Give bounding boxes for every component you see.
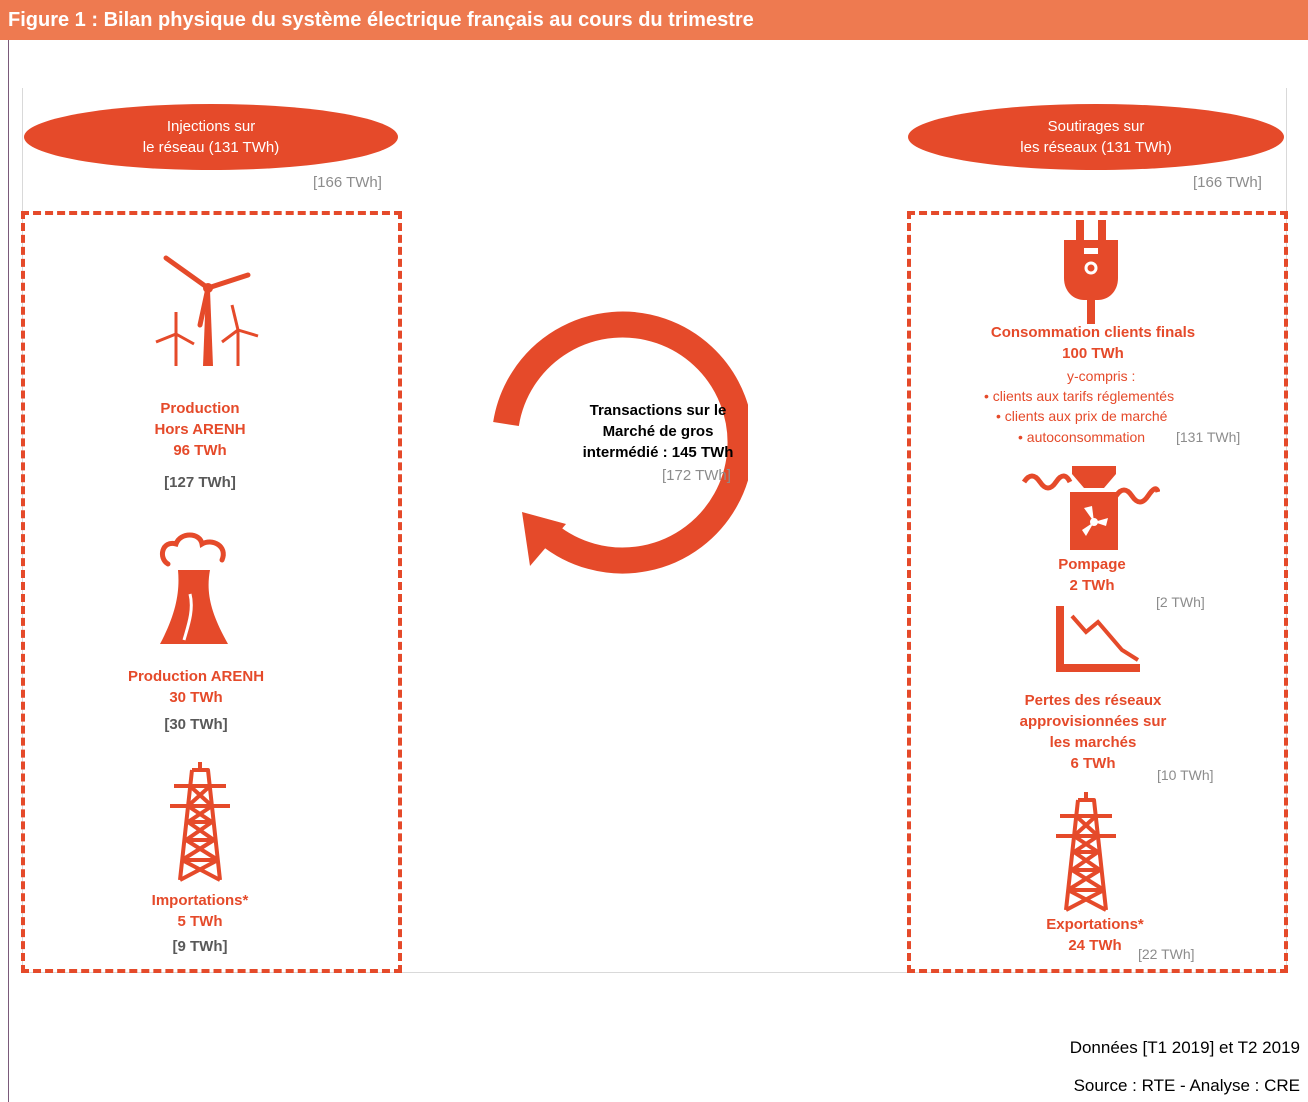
center-transactions-label: Transactions sur le Marché de gros inter…	[548, 400, 768, 463]
importations-value: 5 TWh	[177, 913, 223, 930]
pompage-prev: [2 TWh]	[1156, 594, 1205, 610]
consommation-bullet-2: • clients aux prix de marché	[996, 408, 1168, 424]
exportations-value: 24 TWh	[1068, 937, 1122, 954]
injections-pill-line2: le réseau (131 TWh)	[142, 139, 280, 156]
production-arenh-prev: [30 TWh]	[164, 716, 228, 733]
frame-line-bottom	[22, 972, 1287, 973]
consommation-title: Consommation clients finals	[990, 324, 1196, 341]
production-arenh-value: 30 TWh	[169, 689, 223, 706]
footer-data-line: Données [T1 2019] et T2 2019	[1069, 1038, 1300, 1057]
soutirages-box	[907, 211, 1288, 973]
production-arenh-label: Production ARENH 30 TWh	[96, 666, 296, 708]
importations-prev: [9 TWh]	[172, 938, 228, 955]
production-hors-arenh-label: Production Hors ARENH 96 TWh	[100, 398, 300, 461]
cooling-tower-icon	[150, 530, 240, 648]
center-line3: intermédié : 145 TWh	[582, 444, 734, 461]
soutirages-pill-line2: les réseaux (131 TWh)	[1020, 139, 1172, 156]
figure-title: Figure 1 : Bilan physique du système éle…	[8, 9, 754, 31]
exportations-title: Exportations*	[1046, 916, 1144, 933]
pertes-prev: [10 TWh]	[1157, 767, 1214, 783]
pertes-label: Pertes des réseaux approvisionnées sur l…	[993, 690, 1193, 774]
figure-header	[0, 0, 1308, 40]
soutirages-pill: Soutirages sur les réseaux (131 TWh)	[908, 104, 1284, 170]
exportations-label: Exportations* 24 TWh	[1030, 914, 1160, 956]
center-line1: Transactions sur le	[589, 402, 727, 419]
declining-chart-icon	[1054, 606, 1140, 674]
production-hors-arenh-prev: [127 TWh]	[164, 474, 236, 491]
production-hors-arenh-value: 96 TWh	[173, 442, 227, 459]
plug-icon	[1060, 220, 1122, 324]
consommation-prev: [131 TWh]	[1176, 429, 1241, 445]
injections-box	[21, 211, 402, 973]
pertes-value: 6 TWh	[1070, 755, 1116, 772]
production-hors-arenh-line1: Production	[160, 400, 240, 417]
consommation-label: Consommation clients finals 100 TWh	[968, 322, 1218, 364]
pylon-icon	[1046, 790, 1126, 912]
importations-label: Importations* 5 TWh	[100, 890, 300, 932]
pompage-title: Pompage	[1058, 556, 1126, 573]
exportations-prev: [22 TWh]	[1138, 946, 1195, 962]
consommation-value: 100 TWh	[1062, 345, 1124, 362]
consommation-included: y-compris :	[1067, 368, 1136, 384]
consommation-bullet-1: • clients aux tarifs réglementés	[984, 388, 1175, 404]
wind-turbine-icon	[140, 250, 265, 375]
footer-source-line: Source : RTE - Analyse : CRE	[1073, 1076, 1300, 1095]
pumping-station-icon	[1020, 466, 1161, 552]
circular-arrow-icon	[486, 306, 754, 600]
pylon-icon	[160, 760, 240, 882]
left-border-line	[8, 40, 9, 1102]
injections-prev-total: [166 TWh]	[313, 174, 382, 191]
pertes-line3: les marchés	[1049, 734, 1137, 751]
pertes-line2: approvisionnées sur	[1019, 713, 1167, 730]
production-arenh-line1: Production ARENH	[127, 668, 265, 685]
center-prev: [172 TWh]	[662, 467, 731, 484]
pertes-line1: Pertes des réseaux	[1024, 692, 1162, 709]
center-line2: Marché de gros	[602, 423, 714, 440]
pompage-label: Pompage 2 TWh	[1032, 554, 1152, 596]
pompage-value: 2 TWh	[1069, 577, 1115, 594]
soutirages-prev-total: [166 TWh]	[1193, 174, 1262, 191]
consommation-bullet-3: • autoconsommation	[1018, 429, 1146, 445]
injections-pill: Injections sur le réseau (131 TWh)	[24, 104, 398, 170]
importations-line1: Importations*	[151, 892, 249, 909]
production-hors-arenh-line2: Hors ARENH	[154, 421, 246, 438]
injections-pill-line1: Injections sur	[166, 118, 256, 135]
soutirages-pill-line1: Soutirages sur	[1047, 118, 1145, 135]
